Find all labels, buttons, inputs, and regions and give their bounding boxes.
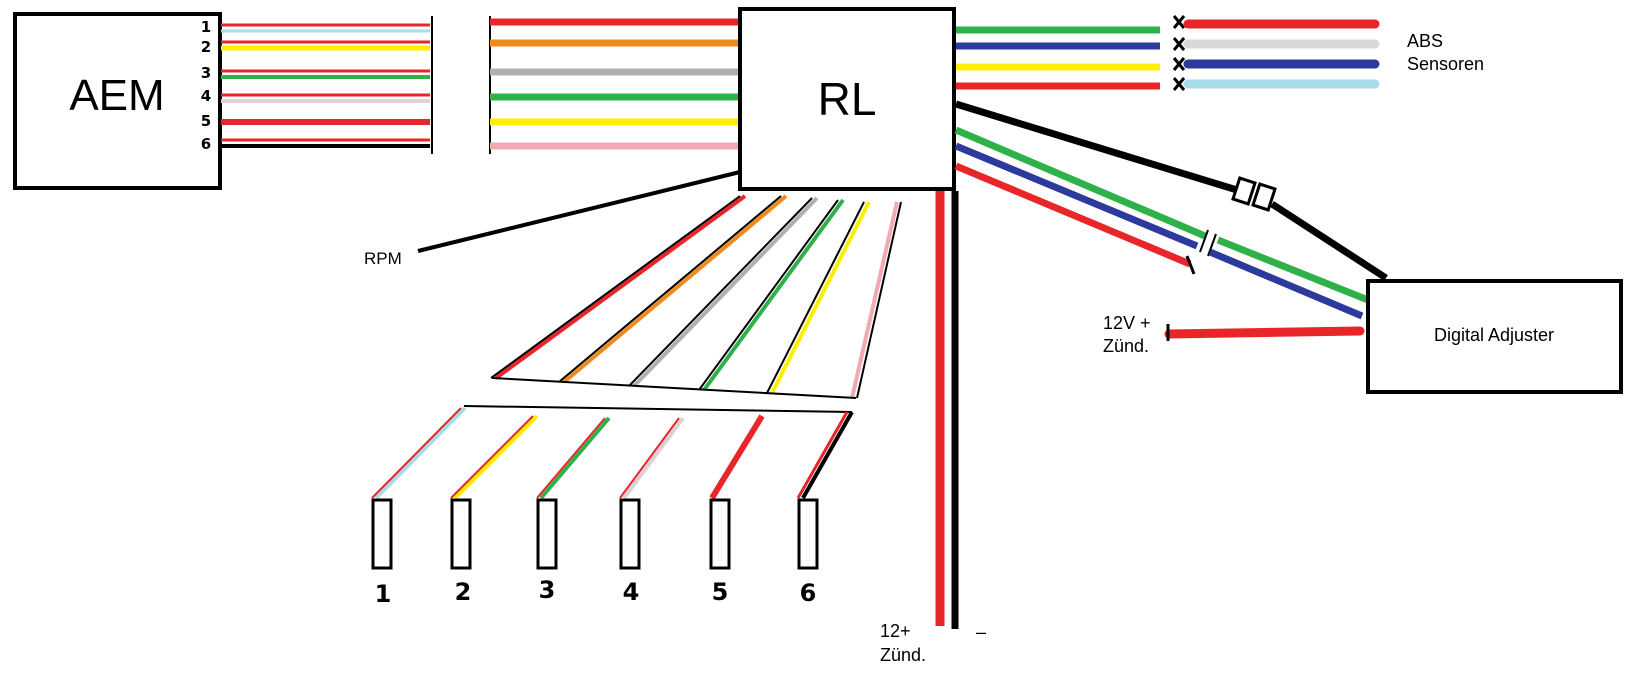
digital-adjuster-box: Digital Adjuster	[1366, 279, 1623, 394]
rl-power-wires: 12+ Zünd. –	[880, 191, 986, 665]
rpm-label: RPM	[364, 249, 402, 268]
rl-label: RL	[818, 73, 877, 125]
connector-label-4: 4	[623, 578, 640, 606]
abs-label-line1: ABS	[1407, 31, 1443, 51]
connector-wire-6	[796, 411, 854, 499]
abs-label-line2: Sensoren	[1407, 54, 1484, 74]
connector-label-3: 3	[539, 576, 556, 604]
aem-pin-numbers: 1 2 3 4 5 6	[201, 18, 211, 153]
rl-adjuster-wires	[954, 100, 1388, 320]
wire-break-mark-1	[1199, 229, 1209, 253]
aem-pin-2: 2	[201, 38, 211, 56]
fan-wire-pink	[850, 201, 902, 399]
rl-power-label-line1: 12+	[880, 621, 911, 641]
power-12v-label-line2: Zünd.	[1103, 336, 1149, 356]
connector-2	[450, 498, 472, 570]
connector-label-2: 2	[455, 578, 472, 606]
inline-connector-a	[1231, 176, 1257, 206]
rl-box: RL	[738, 7, 956, 191]
rl-abs-wires	[956, 26, 1160, 90]
abs-sensor-wires	[1183, 19, 1380, 89]
connector-label-1: 1	[375, 580, 392, 608]
connector-1	[371, 498, 393, 570]
ground-label: –	[976, 622, 986, 642]
connector-6	[797, 498, 819, 570]
connector-5	[709, 498, 731, 570]
cut-x-2	[1172, 37, 1186, 51]
adjuster-wire-blue-b	[1208, 248, 1364, 320]
connector-label-6: 6	[800, 579, 817, 607]
adjuster-wire-black-b	[1270, 201, 1388, 281]
aem-pin-4: 4	[201, 87, 211, 105]
fan-wire-green	[698, 198, 845, 392]
adjuster-wire-blue-a	[954, 142, 1199, 250]
adjuster-power: 12V + Zünd.	[1103, 313, 1365, 356]
digital-adjuster-label: Digital Adjuster	[1434, 325, 1554, 345]
connector-wire-5	[709, 414, 765, 500]
connectors: 1 2 3 4 5 6	[371, 498, 819, 608]
aem-label: AEM	[69, 71, 164, 120]
adjuster-wire-green-a	[954, 126, 1207, 240]
aem-output-wires	[221, 16, 433, 154]
cut-x-1	[1172, 15, 1186, 29]
connector-label-5: 5	[712, 578, 729, 606]
aem-box: AEM	[13, 12, 222, 190]
splice-bus-upper	[491, 377, 857, 399]
connector-wire-1	[371, 406, 467, 500]
aem-pin-1: 1	[201, 18, 211, 36]
rl-input-wires	[489, 16, 738, 154]
cut-x-4	[1172, 77, 1186, 91]
connector-3	[536, 498, 558, 570]
adjuster-wire-black-a	[954, 100, 1239, 194]
aem-pin-3: 3	[201, 64, 211, 82]
fan-wire-orange	[558, 194, 788, 384]
rpm-wire-line	[417, 170, 741, 253]
rpm-wire: RPM	[364, 170, 741, 268]
adjuster-wire-green-b	[1216, 236, 1370, 304]
aem-pin-5: 5	[201, 112, 211, 130]
adjuster-wire-red	[954, 162, 1192, 268]
connector-wire-4	[619, 416, 685, 500]
connector-wire-2	[450, 414, 539, 500]
connector-wires	[371, 405, 854, 500]
power-12v-label-line1: 12V +	[1103, 313, 1151, 333]
fan-wire-yellow	[766, 201, 871, 394]
cut-x-3	[1172, 57, 1186, 71]
fan-wire-red	[490, 194, 747, 380]
splice-bus-lower	[463, 405, 853, 413]
inline-connector-b	[1251, 182, 1277, 212]
rl-fan-wires	[490, 194, 902, 399]
abs-cut-marks	[1172, 15, 1186, 91]
connector-wire-3	[536, 416, 611, 500]
connector-4	[619, 498, 641, 570]
rl-power-label-line2: Zünd.	[880, 645, 926, 665]
fan-wire-gray	[628, 196, 819, 388]
wire-break-mark-2	[1207, 233, 1217, 257]
adjuster-wire-red-end	[1185, 255, 1196, 275]
adjuster-power-wire	[1164, 326, 1365, 339]
aem-pin-6: 6	[201, 135, 211, 153]
